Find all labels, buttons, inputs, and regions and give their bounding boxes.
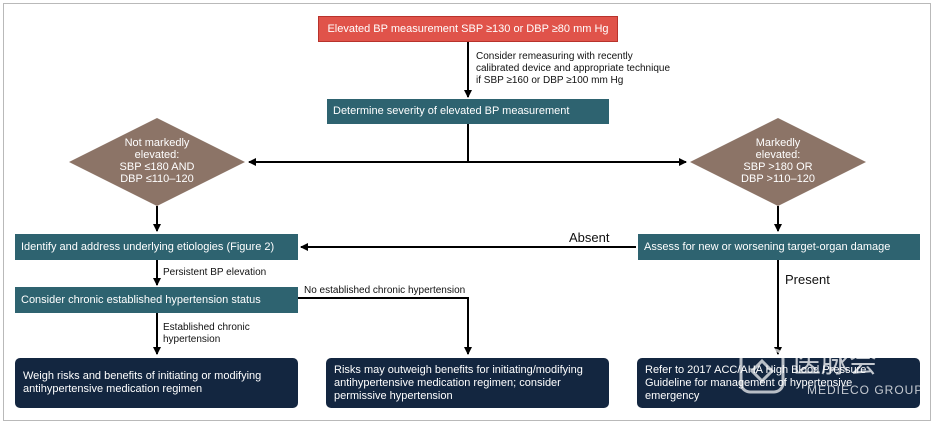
weigh-risks-line-1: Weigh risks and benefits of initiating o… bbox=[23, 370, 262, 382]
elevated-bp-box: Elevated BP measurement SBP ≥130 or DBP … bbox=[318, 16, 618, 42]
diamond-not-markedly bbox=[69, 118, 245, 206]
remeasure-note-line-3: if SBP ≥160 or DBP ≥100 mm Hg bbox=[476, 75, 624, 86]
refer-guideline-line-1: Refer to 2017 ACC/AHA High Blood Pressur… bbox=[645, 363, 867, 376]
risks-outweigh-line-1: Risks may outweigh benefits for initiati… bbox=[334, 363, 583, 376]
refer-guideline-line-2: Guideline for management of hypertensive bbox=[645, 376, 853, 389]
watermark-en: MEDIECO GROUP bbox=[807, 383, 924, 397]
refer-guideline-line-3: emergency bbox=[645, 389, 700, 402]
not-markedly-line-3: SBP ≤180 AND bbox=[119, 161, 195, 173]
chronic-status-text: Consider chronic established hypertensio… bbox=[21, 293, 261, 306]
remeasure-note: Consider remeasuring with recently calib… bbox=[476, 51, 670, 87]
figure-frame bbox=[3, 3, 931, 421]
weigh-risks-line-2: antihypertensive medication regimen bbox=[23, 383, 203, 395]
established-label: Established chronic hypertension bbox=[163, 322, 250, 346]
assess-damage-text: Assess for new or worsening target-organ… bbox=[644, 240, 891, 253]
determine-severity-box: Determine severity of elevated BP measur… bbox=[327, 99, 609, 124]
watermark-cn: 医脉会 bbox=[793, 347, 878, 378]
present-label: Present bbox=[785, 272, 830, 287]
established-line-1: Established chronic bbox=[163, 322, 250, 333]
markedly-line-3: SBP >180 OR bbox=[743, 161, 813, 173]
refer-guideline-box: Refer to 2017 ACC/AHA High Blood Pressur… bbox=[637, 358, 920, 408]
persistent-label: Persistent BP elevation bbox=[163, 267, 267, 278]
diamond-markedly bbox=[690, 118, 866, 206]
markedly-line-1: Markedly bbox=[755, 137, 801, 149]
weigh-risks-box: Weigh risks and benefits of initiating o… bbox=[15, 358, 298, 408]
markedly-text: Markedly elevated: SBP >180 OR DBP >110–… bbox=[718, 137, 838, 185]
established-line-2: hypertension bbox=[163, 334, 221, 345]
markedly-line-2: elevated: bbox=[755, 149, 801, 161]
not-markedly-line-2: elevated: bbox=[134, 149, 180, 161]
remeasure-note-line-1: Consider remeasuring with recently bbox=[476, 51, 633, 62]
determine-severity-text: Determine severity of elevated BP measur… bbox=[333, 105, 570, 117]
no-established-label: No established chronic hypertension bbox=[304, 285, 466, 296]
not-markedly-line-1: Not markedly bbox=[124, 137, 190, 149]
risks-outweigh-box: Risks may outweigh benefits for initiati… bbox=[326, 358, 609, 408]
risks-outweigh-line-3: permissive hypertension bbox=[334, 389, 453, 402]
elevated-bp-text: Elevated BP measurement SBP ≥130 or DBP … bbox=[327, 22, 609, 35]
remeasure-note-line-2: calibrated device and appropriate techni… bbox=[476, 63, 671, 74]
assess-damage-box: Assess for new or worsening target-organ… bbox=[638, 234, 920, 260]
markedly-line-4: DBP >110–120 bbox=[741, 173, 815, 185]
watermark-logo-icon bbox=[739, 348, 785, 394]
identify-etiologies-box: Identify and address underlying etiologi… bbox=[15, 234, 298, 260]
identify-etiologies-text: Identify and address underlying etiologi… bbox=[21, 240, 275, 253]
not-markedly-text: Not markedly elevated: SBP ≤180 AND DBP … bbox=[97, 137, 217, 185]
chronic-status-box: Consider chronic established hypertensio… bbox=[15, 287, 298, 313]
not-markedly-line-4: DBP ≤110–120 bbox=[120, 173, 194, 185]
absent-label: Absent bbox=[569, 230, 610, 245]
arrow-no-established bbox=[298, 297, 472, 355]
risks-outweigh-line-2: antihypertensive medication regimen; con… bbox=[334, 376, 561, 389]
